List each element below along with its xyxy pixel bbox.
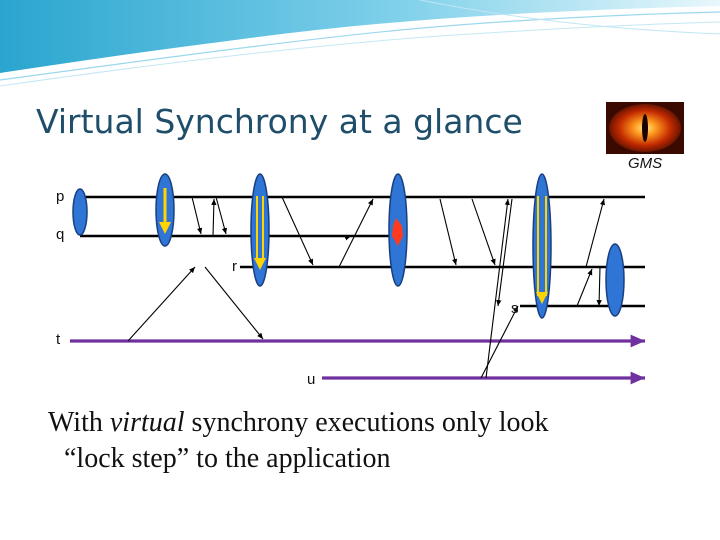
message-arrow	[191, 196, 203, 235]
message-arrow	[596, 266, 602, 307]
message-arrow	[215, 196, 227, 235]
message-arrow	[585, 198, 606, 268]
process-label-s: s	[511, 300, 519, 317]
message-arrow	[281, 196, 314, 266]
process-label-q: q	[56, 226, 65, 243]
message-arrow	[344, 235, 352, 241]
message-arrow	[485, 198, 510, 379]
bullet-emphasis: virtual	[109, 407, 185, 438]
slide-title: Virtual Synchrony at a glance	[36, 102, 523, 141]
message-arrow	[127, 266, 196, 342]
bullet-point: With virtual synchrony executions only l…	[44, 406, 704, 475]
process-label-u: u	[307, 371, 316, 388]
view-change-oval	[72, 188, 88, 236]
message-arrow	[496, 198, 513, 307]
decorative-banner	[0, 0, 720, 87]
process-label-t: t	[56, 331, 61, 348]
message-arrow	[204, 266, 264, 340]
message-arrow	[439, 198, 458, 266]
flush-arrow	[159, 188, 171, 234]
eye-of-sauron-icon	[606, 102, 684, 154]
message-arrow	[576, 268, 593, 307]
bullet-continuation: “lock step” to the application	[64, 443, 391, 474]
flush-arrow	[254, 196, 266, 270]
view-change-oval	[605, 243, 625, 317]
gms-caption: GMS	[628, 155, 663, 172]
process-label-p: p	[56, 188, 65, 205]
message-arrow	[471, 198, 496, 266]
crash-marker	[392, 218, 403, 246]
process-label-r: r	[232, 258, 237, 275]
message-arrow	[338, 198, 374, 268]
flush-arrow	[536, 196, 548, 304]
message-arrow	[211, 198, 217, 237]
bullet-text-start: With	[48, 407, 110, 438]
bullet-text-end: synchrony executions only look	[184, 407, 549, 438]
